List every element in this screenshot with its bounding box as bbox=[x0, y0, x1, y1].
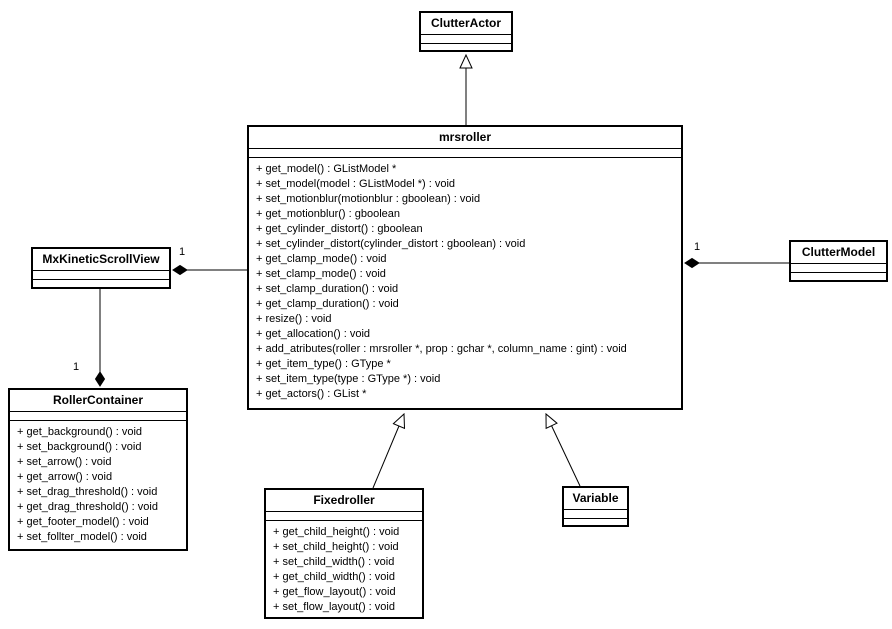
method-row: + get_child_height() : void bbox=[273, 526, 400, 538]
generalization-variable-mrsroller bbox=[546, 414, 581, 487]
generalization-fixedroller-mrsroller bbox=[372, 414, 404, 489]
methods-compartment-fixedroller: + get_child_height() : void + set_child_… bbox=[266, 521, 422, 617]
methods-compartment-mxkineticscrollview bbox=[33, 280, 169, 287]
method-row: + get_allocation() : void bbox=[256, 328, 371, 340]
class-fixedroller: Fixedroller + get_child_height() : void … bbox=[264, 488, 424, 619]
method-row: + set_clamp_mode() : void bbox=[256, 268, 386, 280]
multiplicity-label-mxkineticscrollview-mrsroller: 1 bbox=[179, 246, 186, 258]
class-variable: Variable bbox=[562, 486, 629, 527]
multiplicity-label-mxkineticscrollview-rollercontainer: 1 bbox=[73, 361, 80, 373]
attributes-compartment-variable bbox=[564, 510, 627, 519]
class-title-mrsroller: mrsroller bbox=[249, 127, 681, 149]
methods-compartment-variable bbox=[564, 519, 627, 525]
method-row: + set_drag_threshold() : void bbox=[17, 486, 158, 498]
class-mrsroller: mrsroller + get_model() : GListModel * +… bbox=[247, 125, 683, 410]
method-row: + set_background() : void bbox=[17, 441, 142, 453]
attributes-compartment-clutteractor bbox=[421, 35, 511, 44]
method-row: + set_motionblur(motionblur : gboolean) … bbox=[256, 193, 481, 205]
attributes-compartment-rollercontainer bbox=[10, 412, 186, 421]
class-title-rollercontainer: RollerContainer bbox=[10, 390, 186, 412]
method-row: + set_child_width() : void bbox=[273, 556, 395, 568]
class-title-variable: Variable bbox=[564, 488, 627, 510]
method-row: + get_cylinder_distort() : gboolean bbox=[256, 223, 423, 235]
method-row: + get_motionblur() : gboolean bbox=[256, 208, 401, 220]
method-row: + get_clamp_duration() : void bbox=[256, 298, 399, 310]
method-row: + get_item_type() : GType * bbox=[256, 358, 391, 370]
method-row: + get_child_width() : void bbox=[273, 571, 395, 583]
attributes-compartment-cluttermodel bbox=[791, 264, 886, 273]
methods-compartment-clutteractor bbox=[421, 44, 511, 50]
method-row: + get_background() : void bbox=[17, 426, 143, 438]
class-title-cluttermodel: ClutterModel bbox=[791, 242, 886, 264]
methods-compartment-rollercontainer: + get_background() : void + set_backgrou… bbox=[10, 421, 186, 549]
method-row: + get_actors() : GList * bbox=[256, 388, 367, 400]
class-title-mxkineticscrollview: MxKineticScrollView bbox=[33, 249, 169, 271]
method-row: + get_drag_threshold() : void bbox=[17, 501, 158, 513]
method-row: + set_clamp_duration() : void bbox=[256, 283, 399, 295]
class-title-clutteractor: ClutterActor bbox=[421, 13, 511, 35]
method-row: + get_footer_model() : void bbox=[17, 516, 149, 528]
method-row: + get_flow_layout() : void bbox=[273, 586, 396, 598]
attributes-compartment-mrsroller bbox=[249, 149, 681, 158]
methods-compartment-mrsroller: + get_model() : GListModel * + set_model… bbox=[249, 158, 681, 408]
method-row: + set_child_height() : void bbox=[273, 541, 399, 553]
multiplicity-label-mrsroller-cluttermodel: 1 bbox=[694, 241, 701, 253]
method-row: + set_arrow() : void bbox=[17, 456, 112, 468]
method-row: + set_model(model : GListModel *) : void bbox=[256, 178, 456, 190]
method-row: + resize() : void bbox=[256, 313, 332, 325]
method-row: + set_flow_layout() : void bbox=[273, 601, 395, 613]
class-rollercontainer: RollerContainer + get_background() : voi… bbox=[8, 388, 188, 551]
attributes-compartment-fixedroller bbox=[266, 512, 422, 521]
methods-compartment-cluttermodel bbox=[791, 273, 886, 280]
class-cluttermodel: ClutterModel bbox=[789, 240, 888, 282]
method-row: + set_cylinder_distort(cylinder_distort … bbox=[256, 238, 526, 250]
method-row: + set_follter_model() : void bbox=[17, 531, 147, 543]
method-row: + set_item_type(type : GType *) : void bbox=[256, 373, 441, 385]
method-row: + add_atributes(roller : mrsroller *, pr… bbox=[256, 343, 627, 355]
method-row: + get_clamp_mode() : void bbox=[256, 253, 387, 265]
class-clutteractor: ClutterActor bbox=[419, 11, 513, 52]
attributes-compartment-mxkineticscrollview bbox=[33, 271, 169, 280]
method-row: + get_arrow() : void bbox=[17, 471, 113, 483]
method-row: + get_model() : GListModel * bbox=[256, 163, 397, 175]
class-title-fixedroller: Fixedroller bbox=[266, 490, 422, 512]
class-mxkineticscrollview: MxKineticScrollView bbox=[31, 247, 171, 289]
